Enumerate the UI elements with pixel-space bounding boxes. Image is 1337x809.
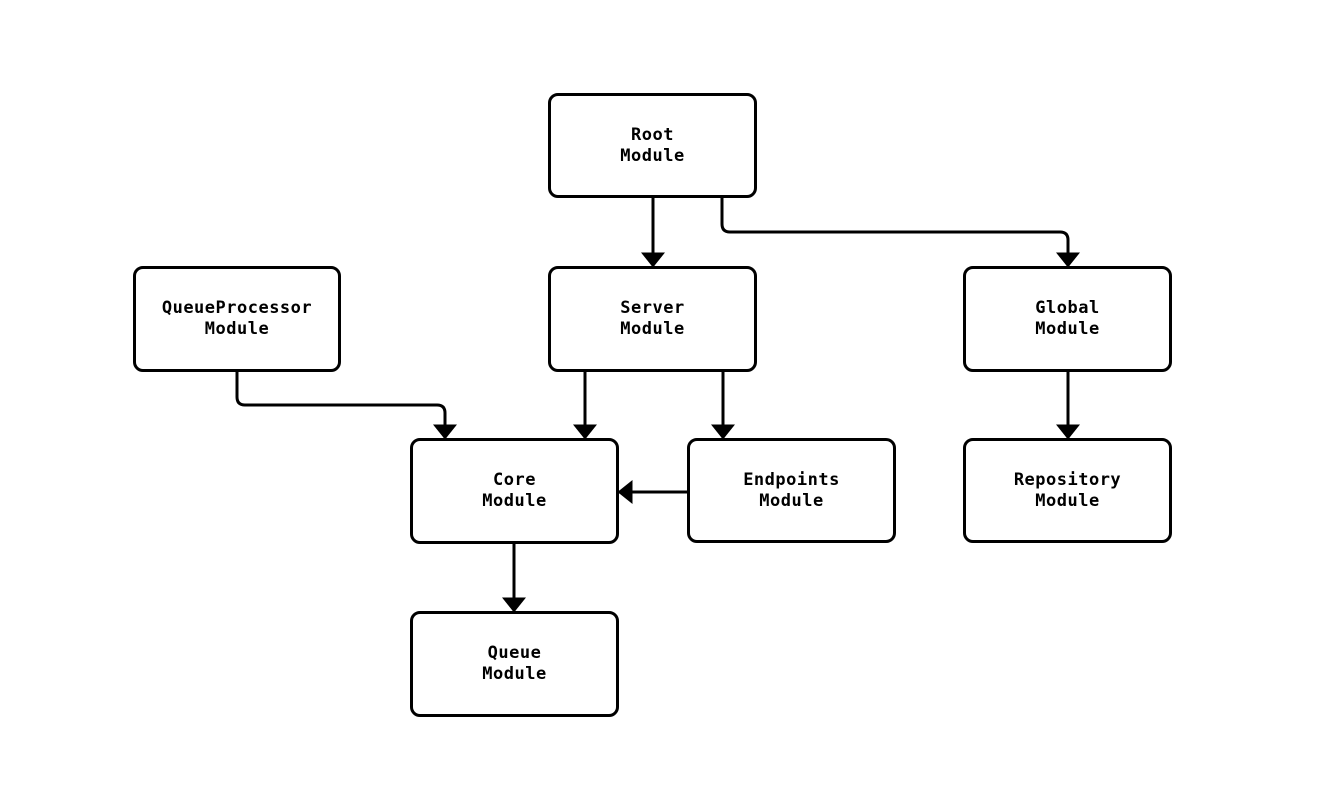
node-label: QueueProcessor Module <box>161 298 313 339</box>
node-label: Endpoints Module <box>743 469 840 511</box>
node-repository-module: Repository Module <box>963 438 1172 543</box>
node-label: Queue Module <box>482 643 547 684</box>
edge-root-to-global <box>720 198 1080 268</box>
node-label: Root Module <box>620 124 685 166</box>
node-root-module: Root Module <box>548 93 757 198</box>
edge-queueprocessor-to-core <box>235 372 457 440</box>
node-core-module: Core Module <box>410 438 619 544</box>
node-server-module: Server Module <box>548 266 757 372</box>
node-label: Global Module <box>1035 298 1100 339</box>
node-label: Core Module <box>482 470 547 511</box>
node-label: Repository Module <box>1013 469 1122 511</box>
node-global-module: Global Module <box>963 266 1172 372</box>
node-endpoints-module: Endpoints Module <box>687 438 896 543</box>
node-queueprocessor-module: QueueProcessor Module <box>133 266 341 372</box>
node-queue-module: Queue Module <box>410 611 619 717</box>
node-label: Server Module <box>620 298 685 339</box>
edges-group <box>235 198 1080 613</box>
